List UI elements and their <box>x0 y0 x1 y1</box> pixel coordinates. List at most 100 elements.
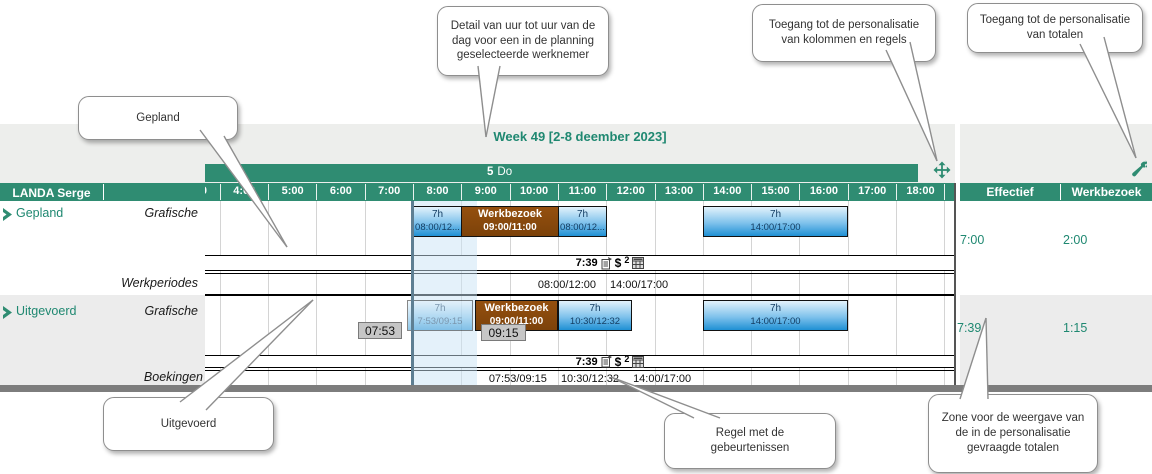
hour-separator <box>220 184 221 200</box>
hour-label: 14:00 <box>703 185 752 197</box>
hour-separator <box>848 184 849 200</box>
executed-summary-row: 7:39 $ 2 <box>540 356 680 367</box>
total-executed-werkbezoek: 1:15 <box>1063 321 1087 335</box>
work-period: 08:00/12:00 <box>538 279 596 291</box>
bar-title: 7h <box>770 303 781 316</box>
bar-time: 14:00/17:00 <box>750 316 800 328</box>
hour-separator <box>703 184 704 200</box>
executed-bar[interactable]: 7h14:00/17:00 <box>703 300 848 331</box>
executed-totals-band <box>960 295 1152 385</box>
planned-bar-werkbezoek[interactable]: Werkbezoek09:00/11:00 <box>461 206 559 237</box>
executed-bookings-row: 07:53/09:15 10:30/12:32 14:00/17:00 <box>440 373 740 385</box>
document-icon[interactable] <box>601 257 612 270</box>
hour-separator <box>751 184 752 200</box>
row-type-boekingen: Boekingen <box>60 370 203 384</box>
section-divider-line <box>205 294 955 296</box>
bar-title: 7h <box>577 209 588 222</box>
row-expander-gepland[interactable]: Gepland <box>16 206 63 220</box>
totals-col-effectief: Effectief <box>960 185 1060 199</box>
event-count: 2 <box>624 354 629 364</box>
callout-regel: Regel met de gebeurtenissen <box>664 413 836 469</box>
move-icon[interactable] <box>933 161 951 179</box>
hour-separator <box>268 184 269 200</box>
planned-total-hours: 7:39 <box>576 257 598 269</box>
callout-gepland: Gepland <box>78 96 238 140</box>
executed-total-hours: 7:39 <box>576 356 598 368</box>
day-label: 5Do <box>487 166 512 178</box>
line <box>205 273 955 274</box>
planned-bar[interactable]: 7h08:00/12... <box>558 206 607 237</box>
dollar-icon[interactable]: $ <box>615 355 622 369</box>
hour-label: 15:00 <box>751 185 800 197</box>
timeline-right-border <box>954 183 956 385</box>
document-icon[interactable] <box>601 355 612 368</box>
chevron-right-icon[interactable] <box>3 306 13 319</box>
dollar-icon[interactable]: $ <box>615 256 622 270</box>
day-header: 5Do <box>205 164 918 182</box>
hour-label: 9:00 <box>461 185 510 197</box>
hour-label: 10:00 <box>510 185 559 197</box>
work-period: 14:00/17:00 <box>610 279 668 291</box>
total-planned-effectief: 7:00 <box>960 233 984 247</box>
hour-label: 8:00 <box>413 185 462 197</box>
hour-label: 5:00 <box>268 185 317 197</box>
booking-period: 07:53/09:15 <box>489 373 547 385</box>
executed-bar[interactable]: 7h10:30/12:32 <box>558 300 632 331</box>
calculator-icon[interactable] <box>632 257 644 269</box>
hour-label: 11:00 <box>558 185 607 197</box>
planned-bar[interactable]: 7h14:00/17:00 <box>703 206 848 237</box>
bar-title: Werkbezoek <box>485 302 549 316</box>
bar-time: 09:00/11:00 <box>483 222 536 235</box>
hour-separator <box>606 184 607 200</box>
total-planned-werkbezoek: 2:00 <box>1063 233 1087 247</box>
totals-header: Effectief Werkbezoek <box>960 183 1152 201</box>
planned-bar[interactable]: 7h08:00/12... <box>413 206 462 237</box>
hour-separator <box>558 184 559 200</box>
row-type-grafische: Grafische <box>60 304 198 318</box>
bar-time: 7:53/09:15 <box>418 316 463 328</box>
hour-separator <box>655 184 656 200</box>
hour-separator <box>413 184 414 200</box>
bar-title: Werkbezoek <box>478 208 542 222</box>
planned-periods-row: 08:00/12:00 14:00/17:00 <box>503 279 703 291</box>
hour-label: 4:00 <box>220 185 269 197</box>
clock-in-badge: 07:53 <box>358 322 402 339</box>
executed-bar[interactable]: 7h7:53/09:15 <box>407 300 473 331</box>
day-number: 5 <box>487 166 493 178</box>
callout-detail: Detail van uur tot uur van de dag voor e… <box>437 6 609 76</box>
row-type-werkperiodes: Werkperiodes <box>60 276 198 290</box>
hour-label: 16:00 <box>799 185 848 197</box>
hour-separator <box>461 184 462 200</box>
header-divider <box>103 184 104 200</box>
hour-separator <box>510 184 511 200</box>
line <box>205 370 955 371</box>
totals-toolbar-band <box>960 124 1152 183</box>
employee-name-cell[interactable]: LANDA Serge <box>0 186 103 200</box>
total-executed-effectief: 7:39 <box>957 321 981 335</box>
totals-col-werkbezoek: Werkbezoek <box>1061 185 1152 199</box>
bar-time: 10:30/12:32 <box>570 316 620 328</box>
event-count: 2 <box>624 255 629 265</box>
chevron-right-icon[interactable] <box>3 208 13 221</box>
callout-zone: Zone voor de weergave van de in de perso… <box>928 394 1098 473</box>
booking-period: 10:30/12:32 <box>561 373 619 385</box>
callout-kolommen: Toegang tot de personalisatie van kolomm… <box>752 4 936 62</box>
calculator-icon[interactable] <box>632 356 644 368</box>
hour-label: 6:00 <box>316 185 365 197</box>
week-title: Week 49 [2-8 deember 2023] <box>205 129 955 144</box>
wrench-icon[interactable] <box>1129 158 1147 178</box>
bar-title: 7h <box>434 303 445 316</box>
bar-time: 08:00/12... <box>560 222 605 234</box>
bar-time: 14:00/17:00 <box>750 222 800 234</box>
bar-time: 08:00/12... <box>415 222 460 234</box>
planned-summary-row: 7:39 $ 2 <box>540 256 680 270</box>
hour-separator <box>316 184 317 200</box>
hour-separator <box>799 184 800 200</box>
hour-label: 17:00 <box>848 185 897 197</box>
time-cursor-line <box>411 201 414 385</box>
booking-period: 14:00/17:00 <box>633 373 691 385</box>
hour-label: 13:00 <box>655 185 704 197</box>
line <box>205 270 955 271</box>
bottom-border-bar <box>0 385 1152 392</box>
hour-separator <box>896 184 897 200</box>
